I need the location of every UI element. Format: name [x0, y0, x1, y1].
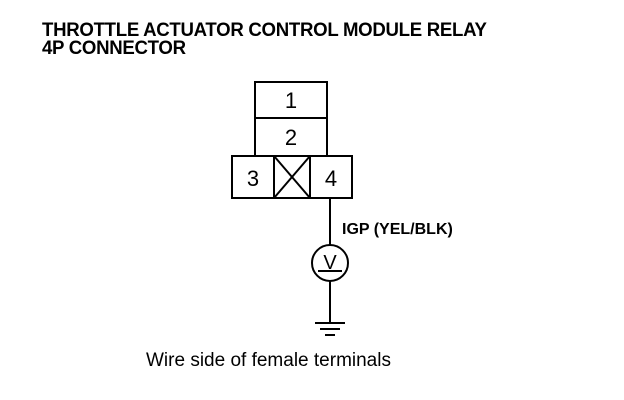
terminal-4-label: 4	[325, 166, 337, 191]
voltmeter-symbol: V	[323, 252, 337, 274]
ground-icon	[315, 322, 345, 336]
wire-label: IGP (YEL/BLK)	[342, 221, 453, 238]
title-line-2: 4P CONNECTOR	[42, 38, 186, 59]
terminal-2-label: 2	[285, 125, 297, 150]
diagram-title: THROTTLE ACTUATOR CONTROL MODULE RELAY 4…	[42, 20, 487, 59]
terminal-3-label: 3	[247, 166, 259, 191]
diagram-caption: Wire side of female terminals	[146, 350, 391, 371]
title-line-1: THROTTLE ACTUATOR CONTROL MODULE RELAY	[42, 20, 487, 41]
unused-cross-line-b	[273, 155, 311, 199]
terminal-1-label: 1	[285, 88, 297, 113]
